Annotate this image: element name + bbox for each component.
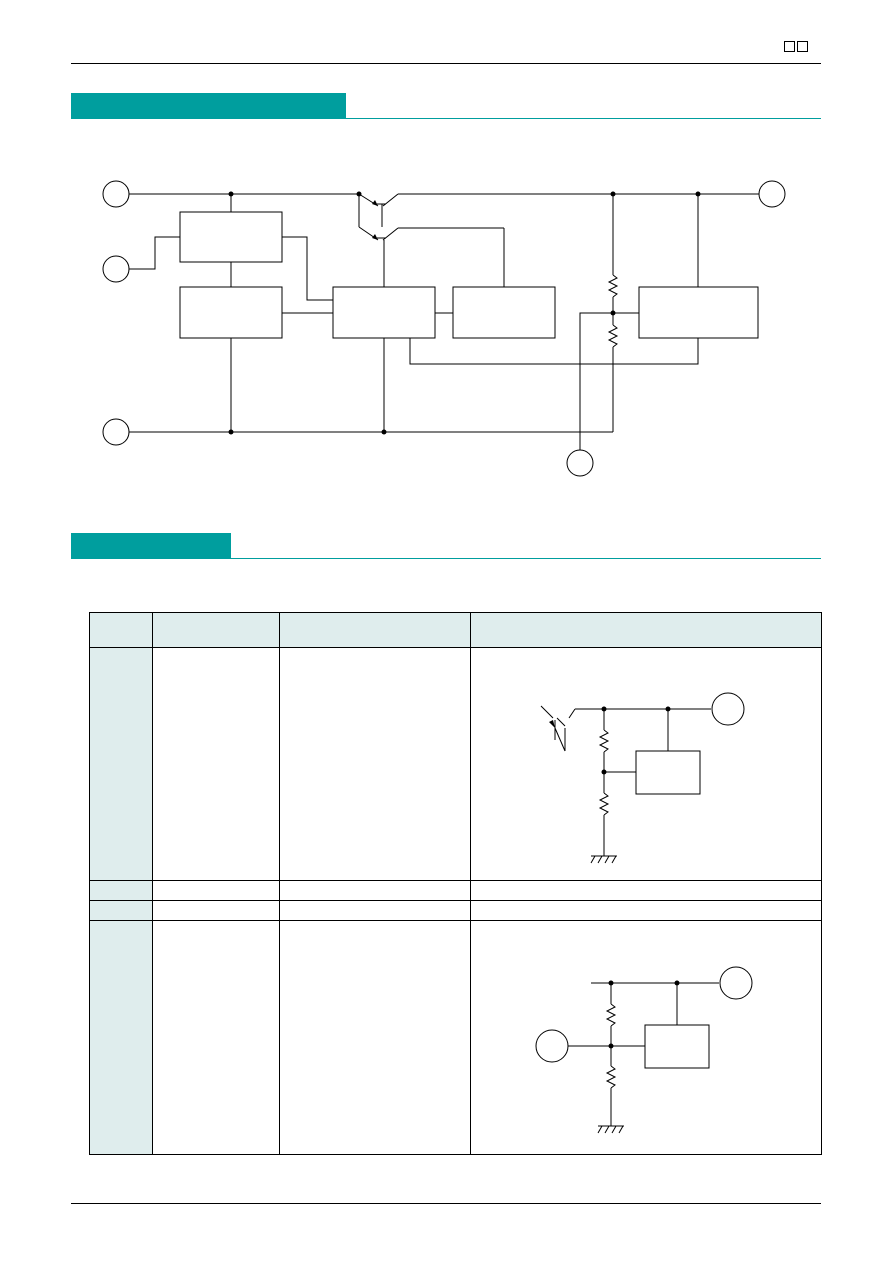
equivalent-circuit-cell — [470, 900, 822, 921]
table-row — [89, 880, 822, 901]
block-diagram-title-rule — [346, 118, 821, 119]
equivalent-circuit-cell — [470, 880, 822, 901]
pin-name-cell — [152, 647, 280, 881]
pin-gnd-circle — [102, 418, 130, 446]
header-pin-no — [89, 612, 153, 648]
equivalent-circuit-cell — [470, 920, 822, 1155]
pin-name-cell — [152, 920, 280, 1155]
pin-number-cell — [89, 900, 153, 921]
table-header-row — [89, 612, 822, 648]
page-mark — [784, 41, 808, 52]
page-mark-box-1 — [784, 41, 795, 52]
block-2 — [179, 286, 283, 339]
block-diagram-title-bar — [71, 93, 346, 119]
pin-name-cell — [152, 880, 280, 901]
pin-function-cell — [279, 900, 471, 921]
pin-description-table — [89, 612, 822, 1155]
block-diagram — [102, 180, 786, 477]
header-function — [279, 612, 471, 648]
pin-adj-circle — [566, 449, 594, 477]
adjust-circuit-diagram — [535, 966, 753, 1134]
block-1 — [179, 211, 283, 263]
equivalent-circuit-cell — [470, 647, 822, 881]
pin-number-cell — [89, 880, 153, 901]
table-row — [89, 920, 822, 1155]
pin-number-cell — [89, 647, 153, 881]
table-row — [89, 900, 822, 921]
block-4 — [452, 286, 556, 339]
pin-number-cell — [89, 920, 153, 1155]
pin-name-cell — [152, 900, 280, 921]
header-rule — [71, 63, 821, 64]
page-mark-box-2 — [797, 41, 808, 52]
pin-function-cell — [279, 647, 471, 881]
header-pin-name — [152, 612, 280, 648]
footer-rule — [71, 1203, 821, 1204]
pin-description-title-bar — [71, 533, 231, 559]
header-equivalent-circuit — [470, 612, 822, 648]
table-row — [89, 647, 822, 881]
block-3 — [332, 286, 436, 339]
pin-ctrl-circle — [102, 255, 130, 283]
pin-function-cell — [279, 920, 471, 1155]
pin-function-cell — [279, 880, 471, 901]
pin-vout-circle — [758, 180, 786, 208]
output-circuit-diagram — [540, 692, 745, 864]
pin-vin-circle — [102, 180, 130, 208]
block-5 — [638, 286, 759, 339]
pin-description-title-rule — [231, 558, 821, 559]
